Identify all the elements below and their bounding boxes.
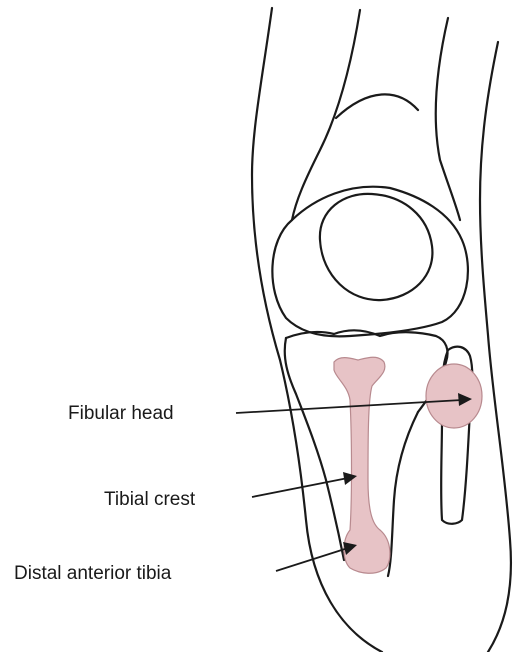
fibular-head-highlight — [426, 364, 482, 428]
distal-anterior-tibia-label: Distal anterior tibia — [14, 563, 172, 584]
knee-capsule — [272, 187, 468, 337]
thigh-right-contour — [480, 42, 511, 652]
tibial-crest-highlight — [334, 357, 390, 573]
tibia-right-border — [388, 412, 418, 576]
thigh-inner-right — [436, 18, 460, 220]
tibial-crest-leader — [252, 478, 348, 497]
tibial-crest-label: Tibial crest — [104, 489, 196, 510]
patella — [320, 194, 433, 300]
fibular-head-label: Fibular head — [68, 403, 174, 424]
thigh-inner-middle — [336, 94, 418, 118]
